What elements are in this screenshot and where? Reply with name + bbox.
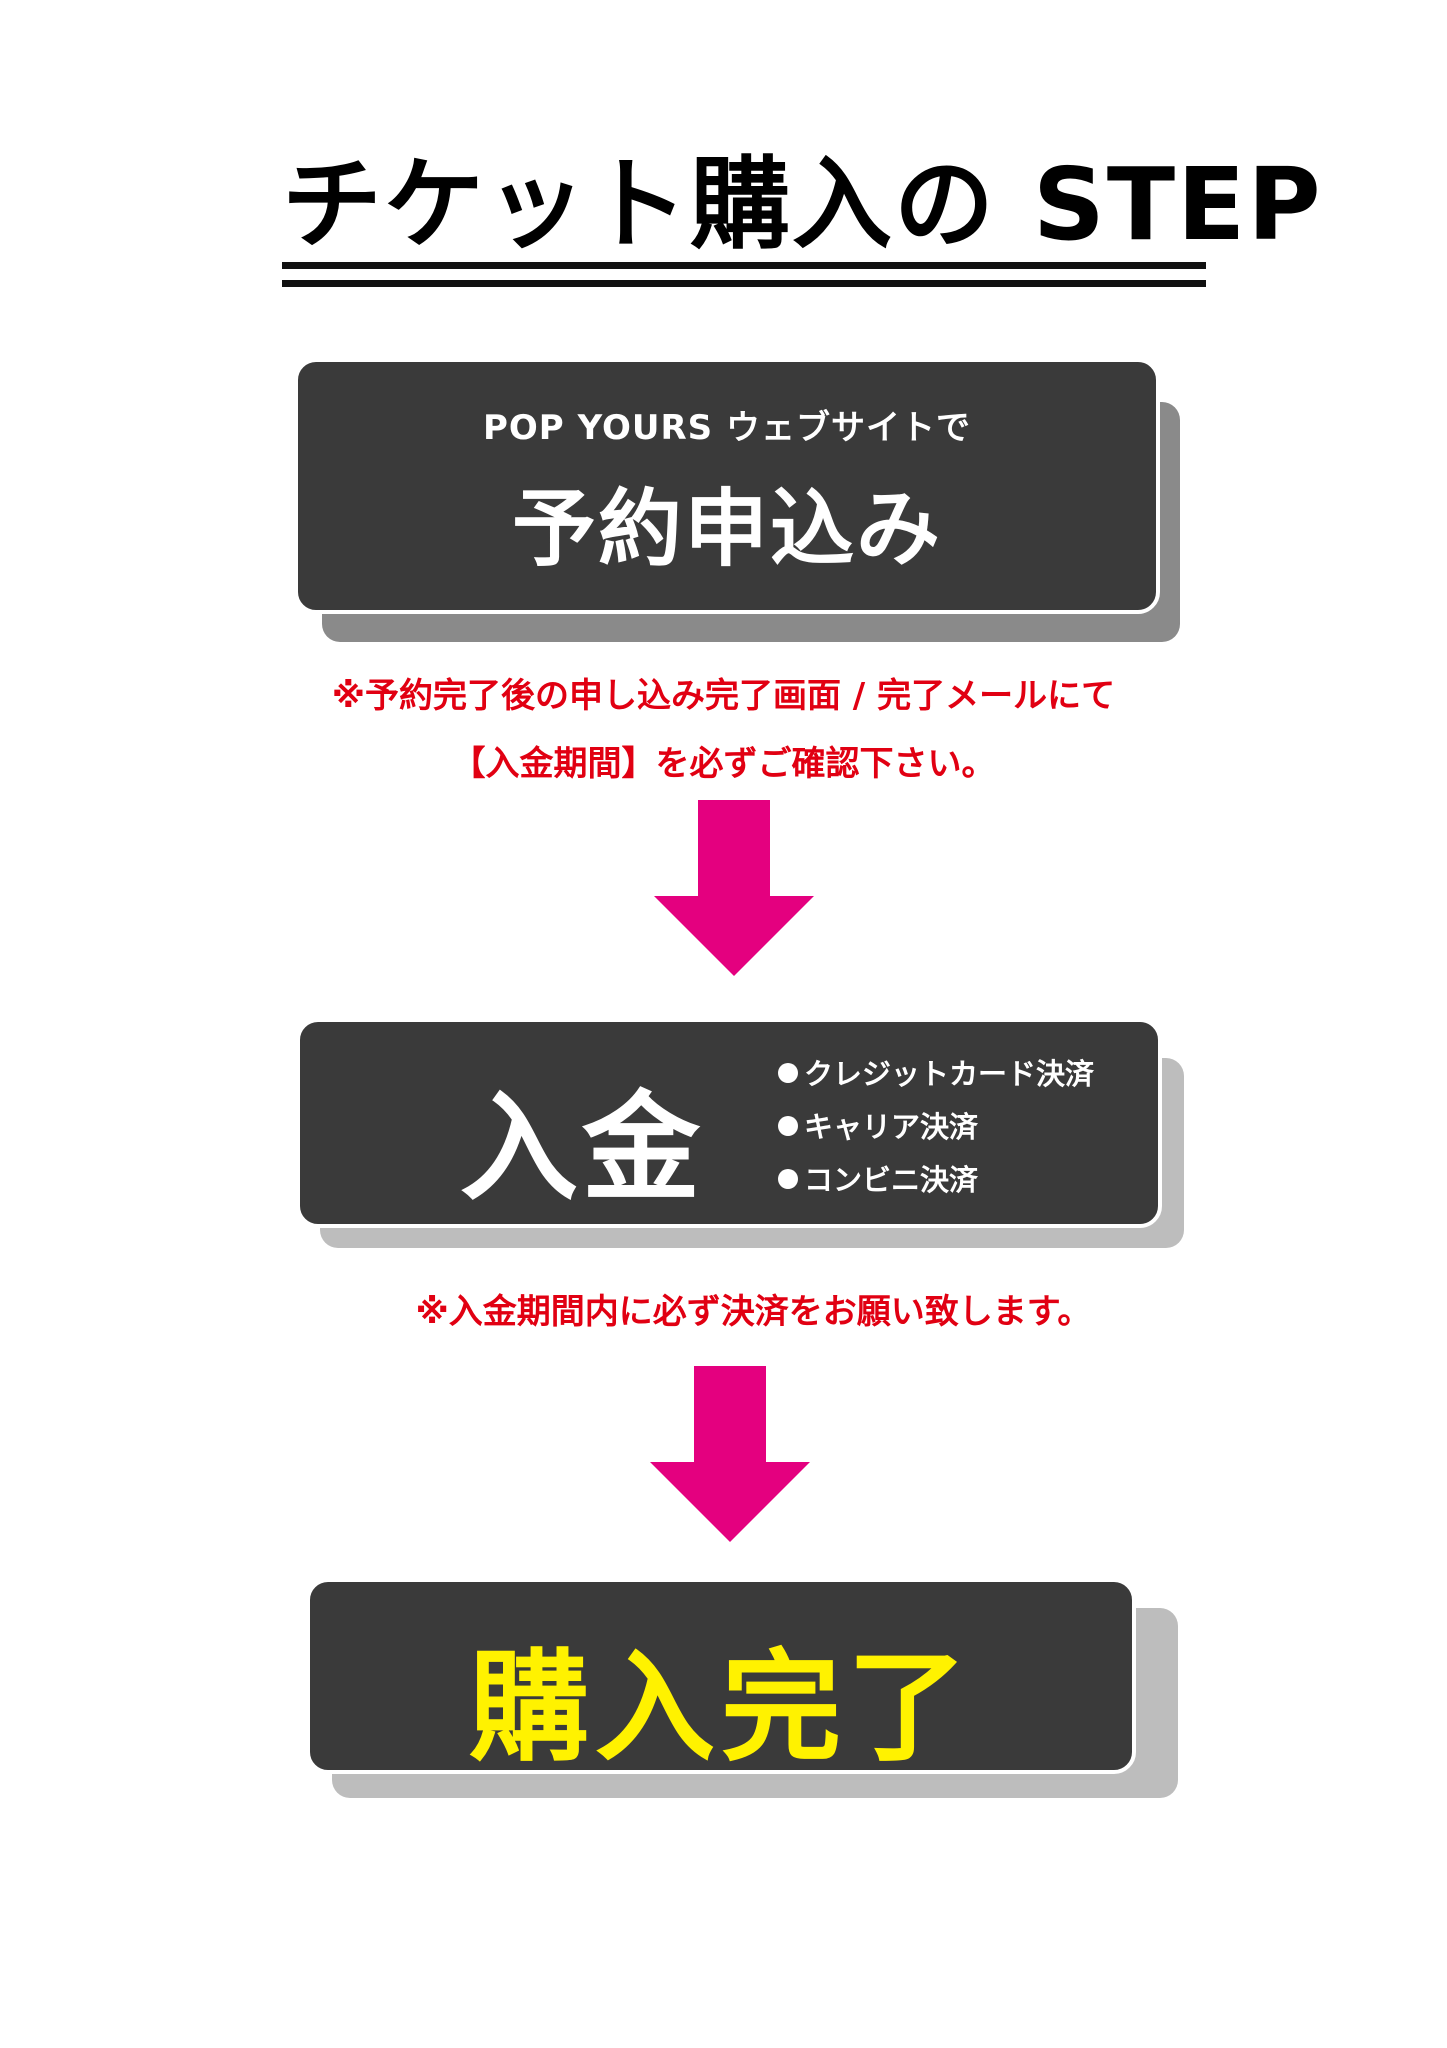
step1-note-line1: ※予約完了後の申し込み完了画面 / 完了メールにて (331, 676, 1116, 716)
step2-note: ※入金期間内に必ず決済をお願い致します。 (415, 1292, 1092, 1332)
title-underline-bottom (282, 280, 1206, 287)
step1-note-line2: 【入金期間】を必ずご確認下さい。 (451, 744, 996, 784)
step2-card: 入金 クレジットカード決済 キャリア決済 コンビニ決済 (296, 1018, 1162, 1228)
bullet-icon (778, 1116, 798, 1136)
payment-method-item: キャリア決済 (778, 1101, 1094, 1154)
down-arrow-icon (650, 1366, 810, 1542)
step3-label: 購入完了 (469, 1639, 973, 1778)
down-arrow-icon (654, 800, 814, 976)
step3-card: 購入完了 (306, 1578, 1136, 1778)
page-title: チケット購入の STEP (282, 146, 1323, 263)
payment-method-item: クレジットカード決済 (778, 1048, 1094, 1101)
title-underline-top (282, 262, 1206, 269)
payment-methods-list: クレジットカード決済 キャリア決済 コンビニ決済 (778, 1048, 1094, 1207)
bullet-icon (778, 1169, 798, 1189)
step1-label: 予約申込み (511, 480, 942, 578)
bullet-icon (778, 1063, 798, 1083)
step1-card: POP YOURS ウェブサイトで 予約申込み (294, 358, 1160, 614)
step1-subtitle: POP YOURS ウェブサイトで (482, 408, 971, 448)
payment-method-item: コンビニ決済 (778, 1154, 1094, 1207)
step2-label: 入金 (460, 1079, 705, 1217)
